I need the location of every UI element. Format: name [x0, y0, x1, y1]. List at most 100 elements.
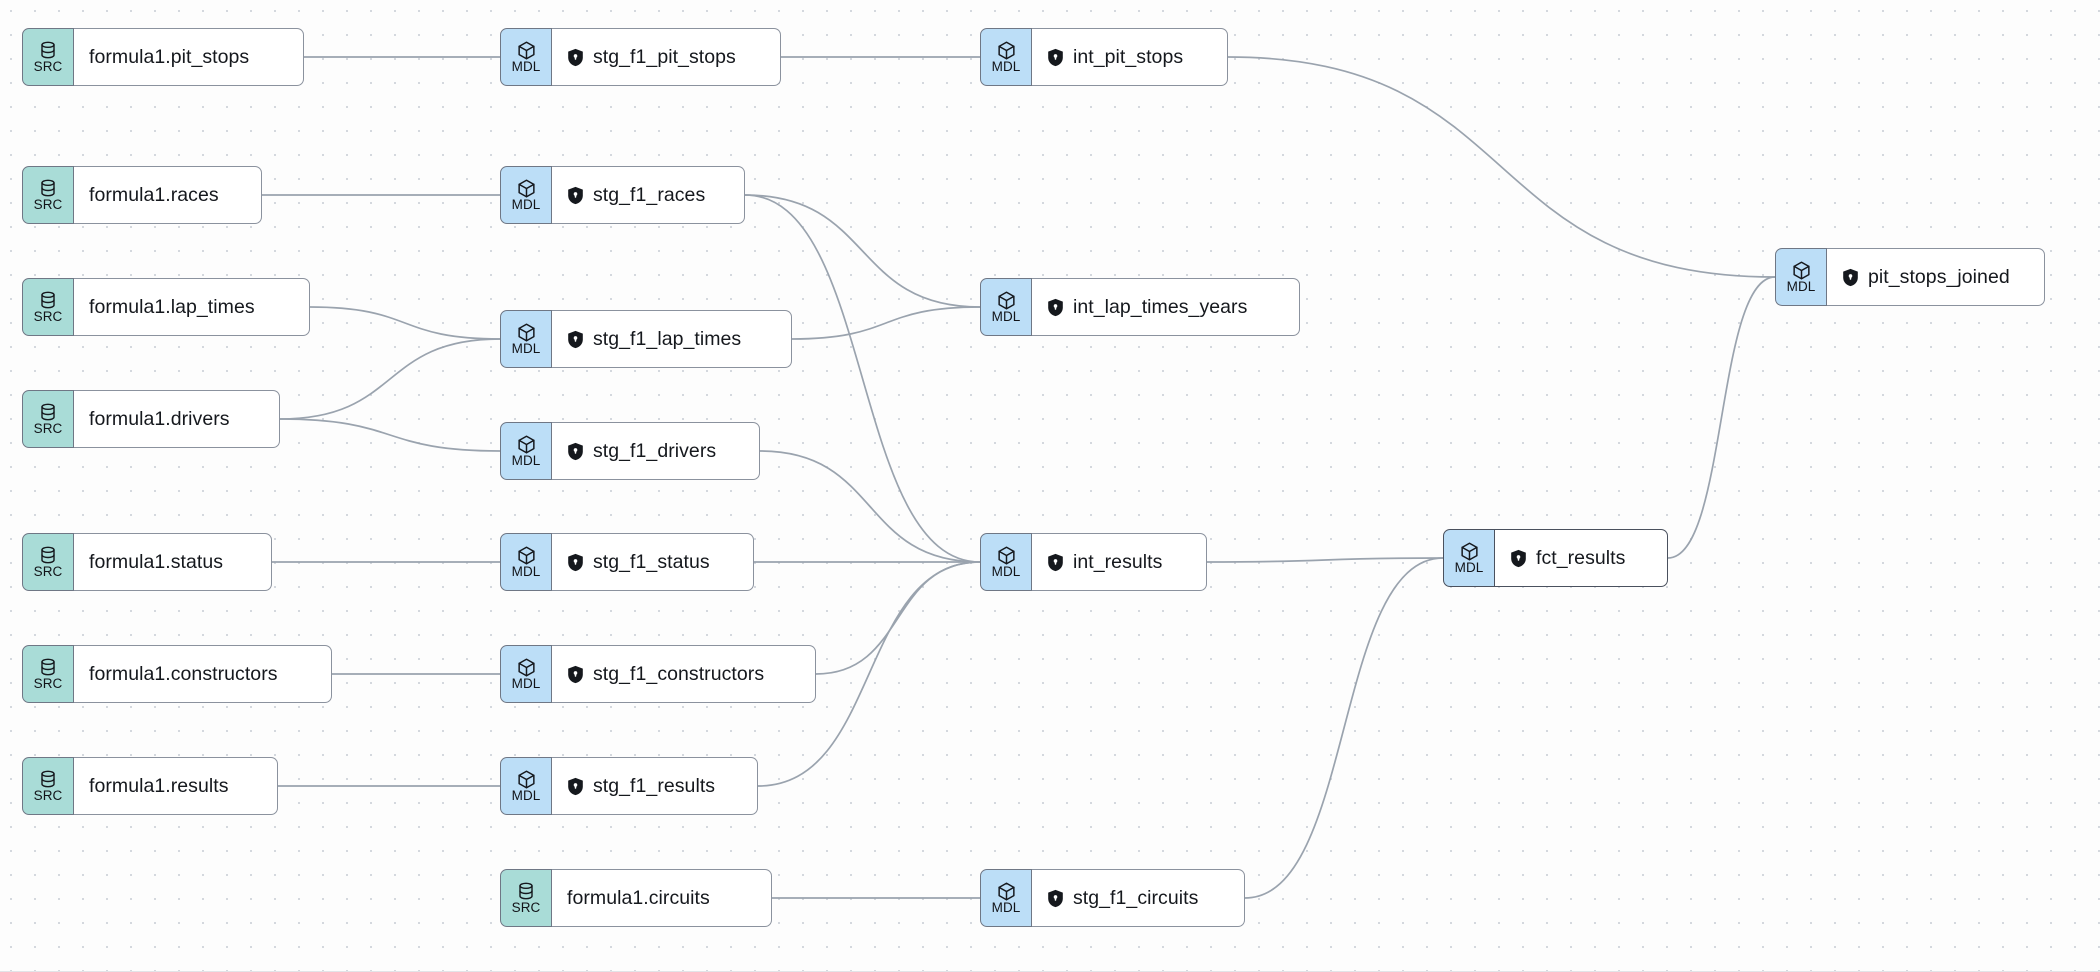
node-label-fct_results: fct_results — [1536, 546, 1626, 569]
node-type-badge-mdl: MDL — [500, 310, 552, 368]
node-body-stg_pit_stops[interactable]: stg_f1_pit_stops — [552, 28, 781, 86]
edge-stg_races-to-int_lap_times_years — [744, 194, 981, 308]
shield-lock-icon — [567, 553, 584, 572]
edge-src_drivers-to-stg_lap_times — [279, 338, 501, 420]
node-type-label: MDL — [511, 676, 541, 691]
lineage-node-stg_circuits[interactable]: MDL stg_f1_circuits — [980, 869, 1245, 927]
node-label-src_status: formula1.status — [89, 550, 224, 573]
node-label-int_results: int_results — [1073, 550, 1163, 573]
edge-fct_results-to-pit_stops_joined — [1667, 276, 1776, 559]
node-type-badge-mdl: MDL — [500, 533, 552, 591]
node-type-badge-src: SRC — [22, 645, 74, 703]
node-label-stg_lap_times: stg_f1_lap_times — [593, 327, 742, 350]
database-icon — [38, 657, 58, 676]
lineage-node-stg_constructors[interactable]: MDL stg_f1_constructors — [500, 645, 816, 703]
node-body-stg_drivers[interactable]: stg_f1_drivers — [552, 422, 760, 480]
lineage-node-pit_stops_joined[interactable]: MDL pit_stops_joined — [1775, 248, 2045, 306]
lineage-node-stg_pit_stops[interactable]: MDL stg_f1_pit_stops — [500, 28, 781, 86]
lineage-node-fct_results[interactable]: MDL fct_results — [1443, 529, 1668, 587]
node-type-label: SRC — [33, 197, 63, 212]
node-type-label: MDL — [511, 59, 541, 74]
node-type-badge-mdl: MDL — [500, 645, 552, 703]
node-label-int_lap_times_years: int_lap_times_years — [1073, 295, 1248, 318]
lineage-node-src_status[interactable]: SRC formula1.status — [22, 533, 272, 591]
node-body-int_lap_times_years[interactable]: int_lap_times_years — [1032, 278, 1300, 336]
node-type-badge-mdl: MDL — [980, 28, 1032, 86]
cube-icon — [516, 40, 537, 60]
node-type-label: MDL — [511, 197, 541, 212]
lineage-node-stg_races[interactable]: MDL stg_f1_races — [500, 166, 745, 224]
node-type-label: SRC — [33, 564, 63, 579]
lineage-node-src_races[interactable]: SRC formula1.races — [22, 166, 262, 224]
lineage-node-stg_results[interactable]: MDL stg_f1_results — [500, 757, 758, 815]
node-label-stg_constructors: stg_f1_constructors — [593, 662, 765, 685]
node-label-stg_circuits: stg_f1_circuits — [1073, 886, 1199, 909]
node-body-src_results[interactable]: formula1.results — [74, 757, 278, 815]
shield-lock-icon — [1047, 553, 1064, 572]
lineage-node-src_lap_times[interactable]: SRC formula1.lap_times — [22, 278, 310, 336]
cube-icon — [1459, 541, 1480, 561]
node-label-src_circuits: formula1.circuits — [567, 886, 710, 909]
cube-icon — [996, 881, 1017, 901]
edge-src_drivers-to-stg_drivers — [279, 418, 501, 452]
node-label-src_constructors: formula1.constructors — [89, 662, 278, 685]
node-body-stg_lap_times[interactable]: stg_f1_lap_times — [552, 310, 792, 368]
cube-icon — [516, 322, 537, 342]
node-body-src_races[interactable]: formula1.races — [74, 166, 262, 224]
node-body-fct_results[interactable]: fct_results — [1495, 529, 1668, 587]
node-type-label: MDL — [991, 900, 1021, 915]
node-body-stg_status[interactable]: stg_f1_status — [552, 533, 754, 591]
node-type-label: SRC — [33, 788, 63, 803]
node-label-stg_drivers: stg_f1_drivers — [593, 439, 717, 462]
node-body-src_constructors[interactable]: formula1.constructors — [74, 645, 332, 703]
node-body-stg_constructors[interactable]: stg_f1_constructors — [552, 645, 816, 703]
lineage-node-stg_drivers[interactable]: MDL stg_f1_drivers — [500, 422, 760, 480]
node-body-pit_stops_joined[interactable]: pit_stops_joined — [1827, 248, 2045, 306]
database-icon — [38, 402, 58, 421]
lineage-node-int_pit_stops[interactable]: MDL int_pit_stops — [980, 28, 1228, 86]
node-type-label: MDL — [511, 788, 541, 803]
node-type-badge-src: SRC — [22, 757, 74, 815]
node-body-src_pit_stops[interactable]: formula1.pit_stops — [74, 28, 304, 86]
node-type-badge-mdl: MDL — [1775, 248, 1827, 306]
lineage-node-src_drivers[interactable]: SRC formula1.drivers — [22, 390, 280, 448]
database-icon — [38, 545, 58, 564]
lineage-node-int_lap_times_years[interactable]: MDL int_lap_times_years — [980, 278, 1300, 336]
node-body-stg_results[interactable]: stg_f1_results — [552, 757, 758, 815]
node-body-src_circuits[interactable]: formula1.circuits — [552, 869, 772, 927]
lineage-node-src_pit_stops[interactable]: SRC formula1.pit_stops — [22, 28, 304, 86]
node-body-int_pit_stops[interactable]: int_pit_stops — [1032, 28, 1228, 86]
shield-lock-icon — [1047, 48, 1064, 67]
cube-icon — [996, 545, 1017, 565]
shield-lock-icon — [1047, 298, 1064, 317]
node-label-stg_results: stg_f1_results — [593, 774, 716, 797]
database-icon — [38, 178, 58, 197]
database-icon — [38, 769, 58, 788]
lineage-node-int_results[interactable]: MDL int_results — [980, 533, 1207, 591]
node-type-badge-mdl: MDL — [1443, 529, 1495, 587]
node-body-int_results[interactable]: int_results — [1032, 533, 1207, 591]
node-body-stg_circuits[interactable]: stg_f1_circuits — [1032, 869, 1245, 927]
node-body-stg_races[interactable]: stg_f1_races — [552, 166, 745, 224]
node-type-label: SRC — [33, 59, 63, 74]
edge-stg_constructors-to-int_results — [815, 561, 981, 675]
node-body-src_status[interactable]: formula1.status — [74, 533, 272, 591]
shield-lock-icon — [567, 186, 584, 205]
node-type-label: MDL — [1454, 560, 1484, 575]
node-type-badge-src: SRC — [22, 28, 74, 86]
edge-int_results-to-fct_results — [1206, 557, 1444, 563]
lineage-node-src_circuits[interactable]: SRC formula1.circuits — [500, 869, 772, 927]
node-label-int_pit_stops: int_pit_stops — [1073, 45, 1184, 68]
lineage-node-src_results[interactable]: SRC formula1.results — [22, 757, 278, 815]
cube-icon — [516, 178, 537, 198]
edge-src_lap_times-to-stg_lap_times — [309, 306, 501, 340]
lineage-node-src_constructors[interactable]: SRC formula1.constructors — [22, 645, 332, 703]
node-type-badge-mdl: MDL — [980, 869, 1032, 927]
node-type-label: SRC — [33, 309, 63, 324]
lineage-node-stg_status[interactable]: MDL stg_f1_status — [500, 533, 754, 591]
node-body-src_lap_times[interactable]: formula1.lap_times — [74, 278, 310, 336]
node-label-src_races: formula1.races — [89, 183, 219, 206]
lineage-node-stg_lap_times[interactable]: MDL stg_f1_lap_times — [500, 310, 792, 368]
node-body-src_drivers[interactable]: formula1.drivers — [74, 390, 280, 448]
